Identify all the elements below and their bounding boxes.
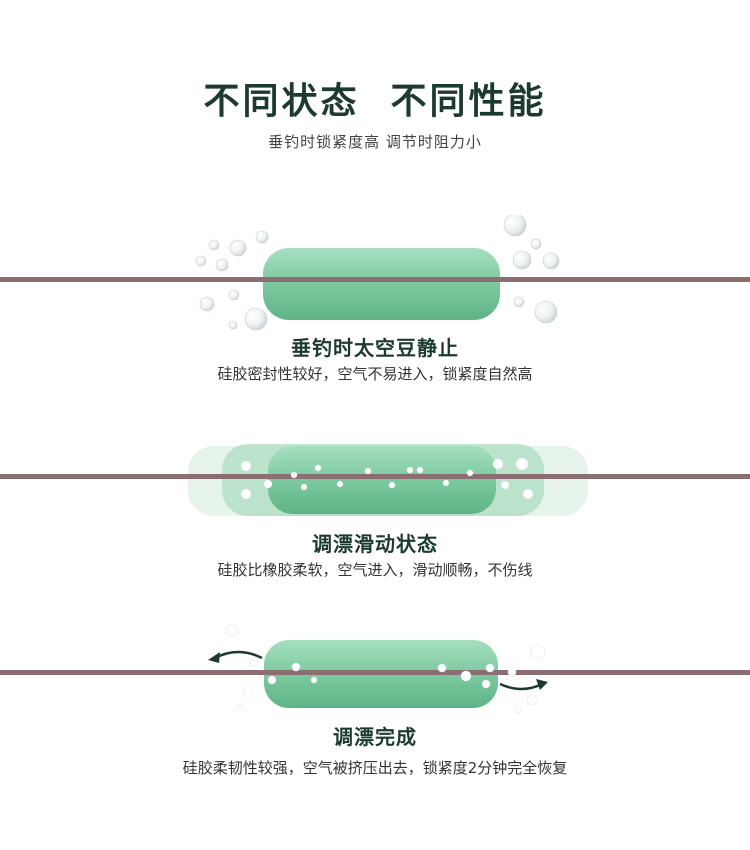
air-bubbles bbox=[225, 623, 546, 714]
page-subtitle: 垂钓时锁紧度高 调节时阻力小 bbox=[268, 133, 482, 151]
arrowhead-right-icon bbox=[536, 679, 548, 690]
page-title: 不同状态 不同性能 bbox=[203, 80, 547, 122]
section-title: 调漂完成 bbox=[333, 725, 417, 749]
static-bead-illustration bbox=[0, 215, 750, 331]
silicone-bead bbox=[263, 248, 500, 320]
squeeze-arrow-right-icon bbox=[499, 682, 543, 691]
fishing-line bbox=[0, 277, 750, 282]
section-title: 垂钓时太空豆静止 bbox=[291, 336, 459, 360]
air-bubbles bbox=[240, 457, 534, 500]
sliding-bead-illustration bbox=[0, 444, 750, 516]
fishing-line bbox=[0, 670, 750, 675]
arrowhead-left-icon bbox=[208, 652, 220, 663]
silicone-bead bbox=[268, 446, 496, 514]
air-bubbles bbox=[195, 215, 560, 331]
section-description: 硅胶比橡胶柔软，空气进入，滑动顺畅，不伤线 bbox=[217, 561, 533, 579]
section-title: 调漂滑动状态 bbox=[312, 532, 438, 556]
squeeze-arrow-left-icon bbox=[214, 650, 263, 660]
section-description: 硅胶柔韧性较强，空气被挤压出去，锁紧度2分钟完全恢复 bbox=[182, 759, 568, 777]
fishing-line bbox=[0, 474, 750, 479]
complete-bead-illustration bbox=[0, 623, 750, 714]
section-description: 硅胶密封性较好，空气不易进入，锁紧度自然高 bbox=[217, 365, 533, 383]
